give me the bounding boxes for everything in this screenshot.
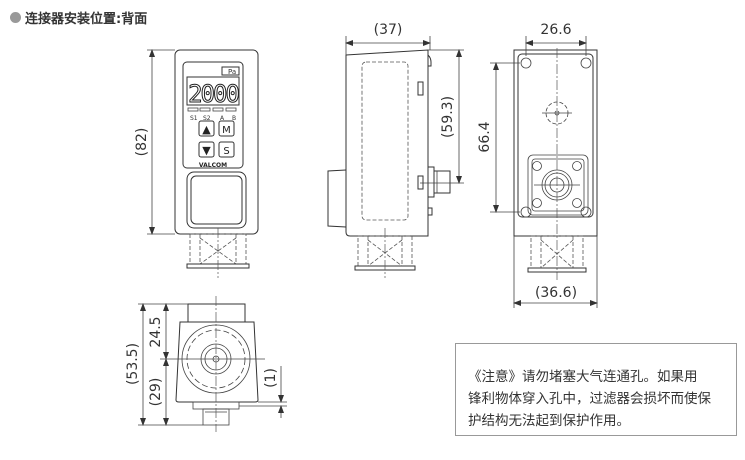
indicator-a: A — [220, 115, 225, 122]
indicator-s2: S2 — [203, 115, 211, 122]
rear-hole-spacing-dim: 26.6 — [540, 22, 571, 38]
display-value: 2000 — [188, 80, 238, 108]
side-width-dim: (37) — [374, 22, 403, 38]
indicator-b: B — [232, 115, 236, 122]
bottom-total-dim: (53.5) — [125, 343, 141, 385]
front-view: (82) Pa 2000 S1 S2 A B ▲ M ▼ S VALCOM — [134, 49, 259, 278]
bullet-icon — [10, 12, 21, 23]
note-line: 锋利物体穿入孔中，过滤器会损坏而使保 — [468, 391, 711, 407]
brand-logo: VALCOM — [199, 162, 227, 169]
caution-note: 《注意》请勿堵塞大气连通孔。如果用 锋利物体穿入孔中，过滤器会损坏而使保 护结构… — [455, 343, 737, 436]
rear-width-dim: (36.6) — [535, 285, 577, 301]
indicator-s1: S1 — [190, 115, 198, 122]
mode-button-label: M — [222, 125, 231, 136]
front-height-dim: (82) — [134, 128, 150, 157]
side-height-dim: (59.3) — [440, 96, 456, 138]
rear-hole-height-dim: 66.4 — [477, 121, 493, 152]
note-line: 护结构无法起到保护作用。 — [468, 413, 630, 429]
rear-view: 26.6 66.4 (36.6) — [477, 22, 598, 308]
set-button-label: S — [223, 146, 229, 157]
unit-label: Pa — [228, 68, 236, 76]
section-title: 连接器安装位置:背面 — [10, 8, 147, 27]
up-button-icon: ▲ — [202, 123, 211, 136]
down-button-icon: ▼ — [202, 144, 211, 157]
note-line: 《注意》请勿堵塞大气连通孔。如果用 — [468, 369, 698, 385]
section-title-text: 连接器安装位置:背面 — [25, 12, 148, 27]
bottom-offset-dim: (1) — [263, 368, 279, 388]
side-view: (37) (59.3) — [327, 22, 464, 278]
bottom-upper-dim: 24.5 — [148, 316, 164, 347]
bottom-view: (53.5) 24.5 (29) (1) — [125, 296, 287, 432]
bottom-lower-dim: (29) — [148, 378, 164, 407]
